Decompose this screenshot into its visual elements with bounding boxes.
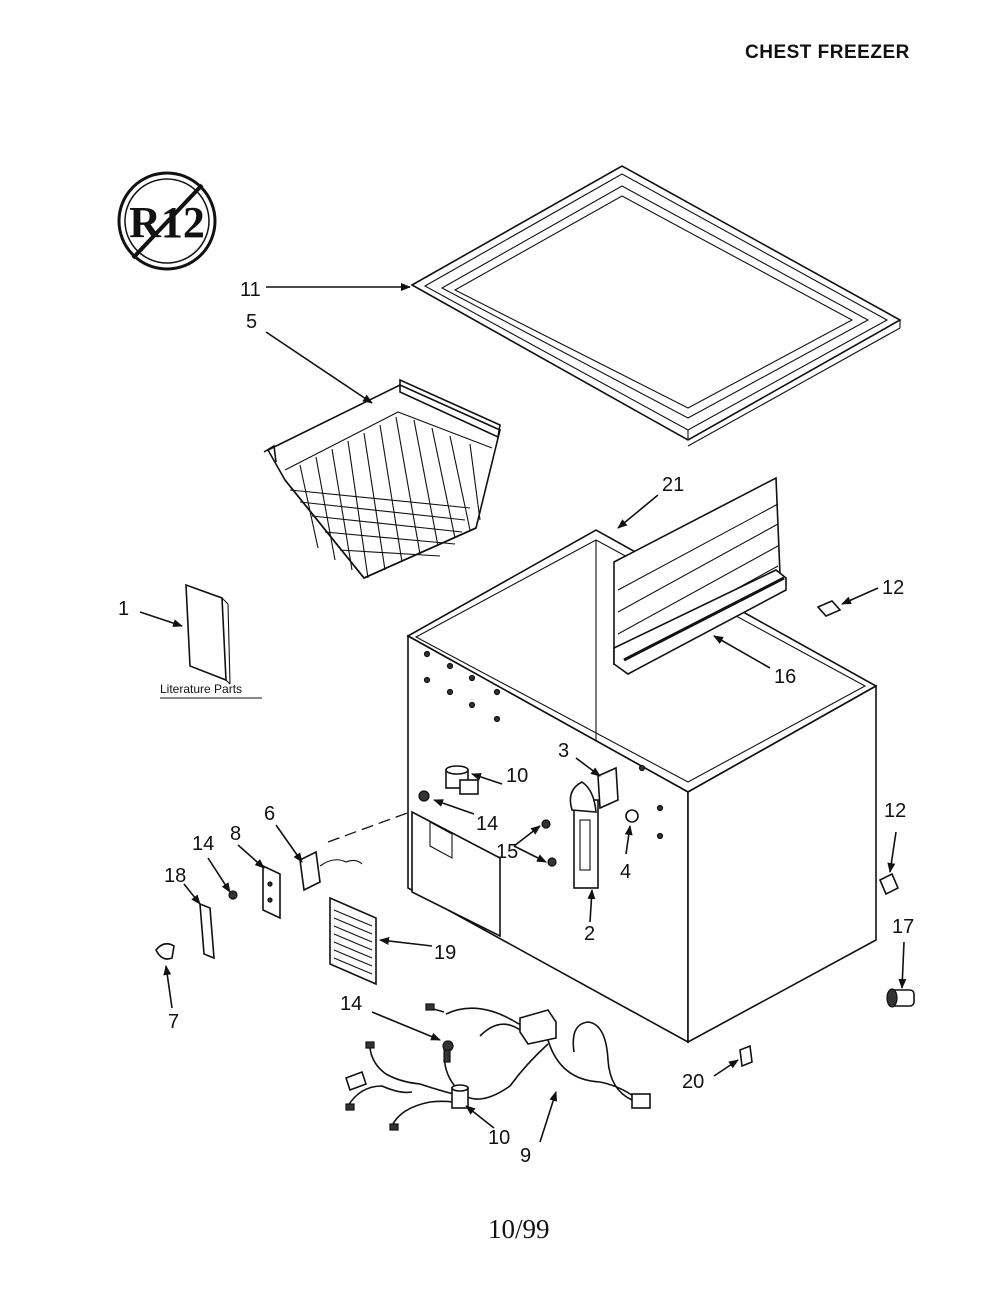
callout-20: 20 xyxy=(682,1071,704,1093)
callout-4: 4 xyxy=(620,861,631,883)
callout-12-top: 12 xyxy=(882,577,904,599)
callout-14-left: 14 xyxy=(192,833,214,855)
callout-10-lower: 10 xyxy=(488,1127,510,1149)
callout-5: 5 xyxy=(246,311,257,333)
leader-lines xyxy=(139,283,907,1143)
callout-2: 2 xyxy=(584,923,595,945)
callout-14-lower: 14 xyxy=(340,993,362,1015)
callout-17: 17 xyxy=(892,916,914,938)
callout-8: 8 xyxy=(230,823,241,845)
callout-7: 7 xyxy=(168,1011,179,1033)
callout-3: 3 xyxy=(558,740,569,762)
literature-caption: Literature Parts xyxy=(160,682,242,696)
divider-panel xyxy=(613,476,787,675)
louver-grille xyxy=(329,896,377,986)
leveling-leg xyxy=(886,988,915,1008)
callout-14-upper: 14 xyxy=(476,813,498,835)
r12-logo: R12 xyxy=(117,171,217,271)
capacitor-upper xyxy=(418,765,479,802)
control-parts xyxy=(155,811,411,960)
wire-basket xyxy=(263,378,501,579)
wiring-harness xyxy=(344,1003,651,1131)
label-decal-side xyxy=(878,872,900,896)
callout-16: 16 xyxy=(774,666,796,688)
clip-part xyxy=(739,1044,753,1068)
lid-frame xyxy=(410,165,902,447)
page-title: CHEST FREEZER xyxy=(745,42,910,63)
hinge-assembly xyxy=(541,766,639,889)
callout-19: 19 xyxy=(434,942,456,964)
label-decal-top xyxy=(816,600,842,617)
callout-1: 1 xyxy=(118,598,129,620)
callout-numbers: 11 5 1 21 12 16 3 10 14 15 4 2 6 8 14 18… xyxy=(118,279,914,1167)
callout-18: 18 xyxy=(164,865,186,887)
callout-6: 6 xyxy=(264,803,275,825)
callout-21: 21 xyxy=(662,474,684,496)
callout-11: 11 xyxy=(240,279,261,301)
callout-12-side: 12 xyxy=(884,800,906,822)
footer-date-code: 10/99 xyxy=(488,1214,550,1244)
callout-10-upper: 10 xyxy=(506,765,528,787)
callout-15: 15 xyxy=(496,841,518,863)
callout-9: 9 xyxy=(520,1145,531,1167)
literature-booklet xyxy=(185,583,231,685)
